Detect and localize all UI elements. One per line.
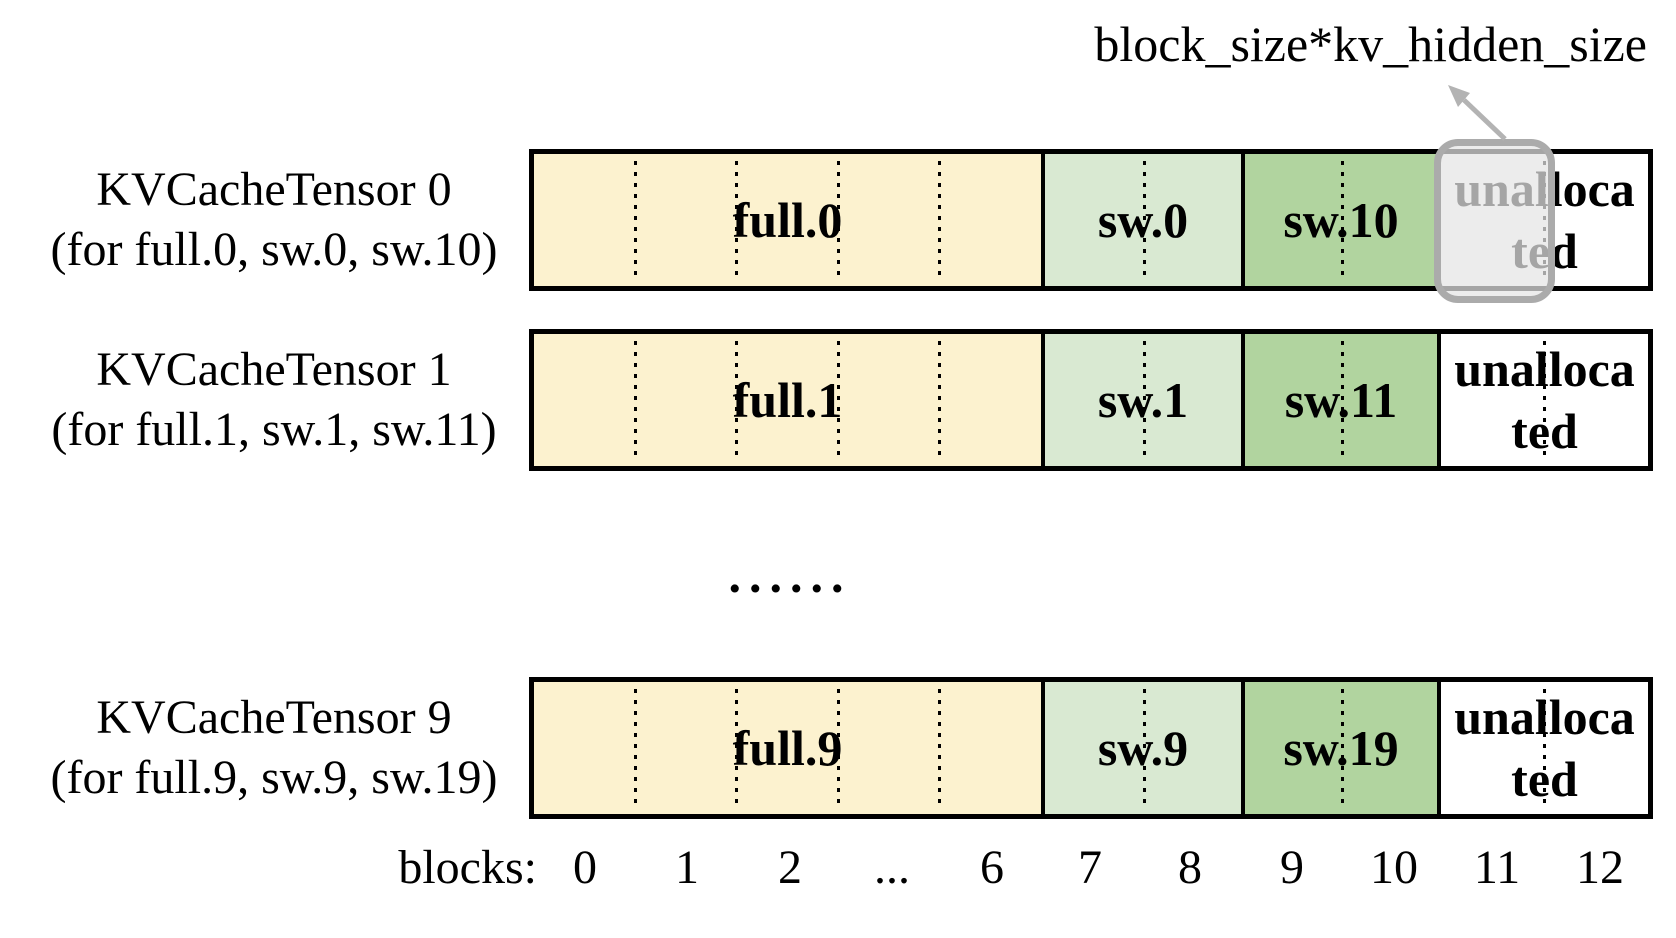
- block-divider: [735, 341, 738, 459]
- sliding-window-next-segment: sw.10: [1241, 154, 1437, 286]
- sliding-window-segment: sw.0: [1041, 154, 1241, 286]
- block-number: 9: [1280, 841, 1304, 894]
- tensor-scope: (for full.1, sw.1, sw.11): [51, 403, 497, 456]
- annotation-arrow-icon: [1448, 85, 1507, 141]
- block-divider: [837, 689, 840, 807]
- block-number: 12: [1576, 841, 1624, 894]
- block-number: 1: [675, 841, 699, 894]
- segment-label: full.1: [732, 372, 843, 428]
- block-divider: [634, 689, 637, 807]
- kv-cache-bar: full.9 sw.9 sw.19 unallocated: [529, 677, 1653, 819]
- sliding-window-next-segment: sw.19: [1241, 682, 1437, 814]
- block-number: 2: [778, 841, 802, 894]
- block-size-annotation: block_size*kv_hidden_size: [1094, 16, 1647, 72]
- blocks-axis-label: blocks:: [398, 841, 537, 894]
- segment-label: full.9: [732, 720, 843, 776]
- block-divider: [634, 341, 637, 459]
- rows-ellipsis: ......: [728, 547, 852, 603]
- unallocated-segment: unallocated: [1437, 334, 1648, 466]
- segment-label: full.0: [732, 192, 843, 248]
- tensor-row-label: KVCacheTensor 9 (for full.9, sw.9, sw.19…: [26, 688, 522, 808]
- block-divider: [735, 161, 738, 279]
- block-number: 10: [1370, 841, 1418, 894]
- unallocated-segment: unallocated: [1437, 682, 1648, 814]
- full-attention-segment: full.0: [534, 154, 1041, 286]
- tensor-name: KVCacheTensor 0: [96, 163, 452, 216]
- block-divider: [1341, 341, 1344, 459]
- block-divider: [1143, 341, 1146, 459]
- block-divider: [1143, 161, 1146, 279]
- tensor-name: KVCacheTensor 1: [96, 343, 452, 396]
- sliding-window-segment: sw.9: [1041, 682, 1241, 814]
- block-divider: [1543, 341, 1546, 459]
- block-divider: [837, 161, 840, 279]
- tensor-scope: (for full.9, sw.9, sw.19): [50, 751, 498, 804]
- allocated-block-highlight: [1434, 139, 1555, 303]
- block-number: ...: [874, 841, 910, 894]
- full-attention-segment: full.9: [534, 682, 1041, 814]
- block-divider: [938, 689, 941, 807]
- block-divider: [837, 341, 840, 459]
- sliding-window-segment: sw.1: [1041, 334, 1241, 466]
- block-divider: [634, 161, 637, 279]
- block-divider: [1143, 689, 1146, 807]
- tensor-row-label: KVCacheTensor 0 (for full.0, sw.0, sw.10…: [26, 160, 522, 280]
- kv-cache-bar: full.1 sw.1 sw.11 unallocated: [529, 329, 1653, 471]
- block-number: 11: [1473, 841, 1521, 894]
- block-number: 8: [1178, 841, 1202, 894]
- tensor-scope: (for full.0, sw.0, sw.10): [50, 223, 498, 276]
- block-number: 7: [1078, 841, 1102, 894]
- tensor-name: KVCacheTensor 9: [96, 691, 452, 744]
- full-attention-segment: full.1: [534, 334, 1041, 466]
- block-divider: [1341, 689, 1344, 807]
- sliding-window-next-segment: sw.11: [1241, 334, 1437, 466]
- block-number: 0: [573, 841, 597, 894]
- tensor-row-label: KVCacheTensor 1 (for full.1, sw.1, sw.11…: [26, 340, 522, 460]
- block-number: 6: [980, 841, 1004, 894]
- block-divider: [938, 161, 941, 279]
- block-divider: [735, 689, 738, 807]
- block-divider: [1341, 161, 1344, 279]
- block-divider: [1543, 689, 1546, 807]
- block-divider: [938, 341, 941, 459]
